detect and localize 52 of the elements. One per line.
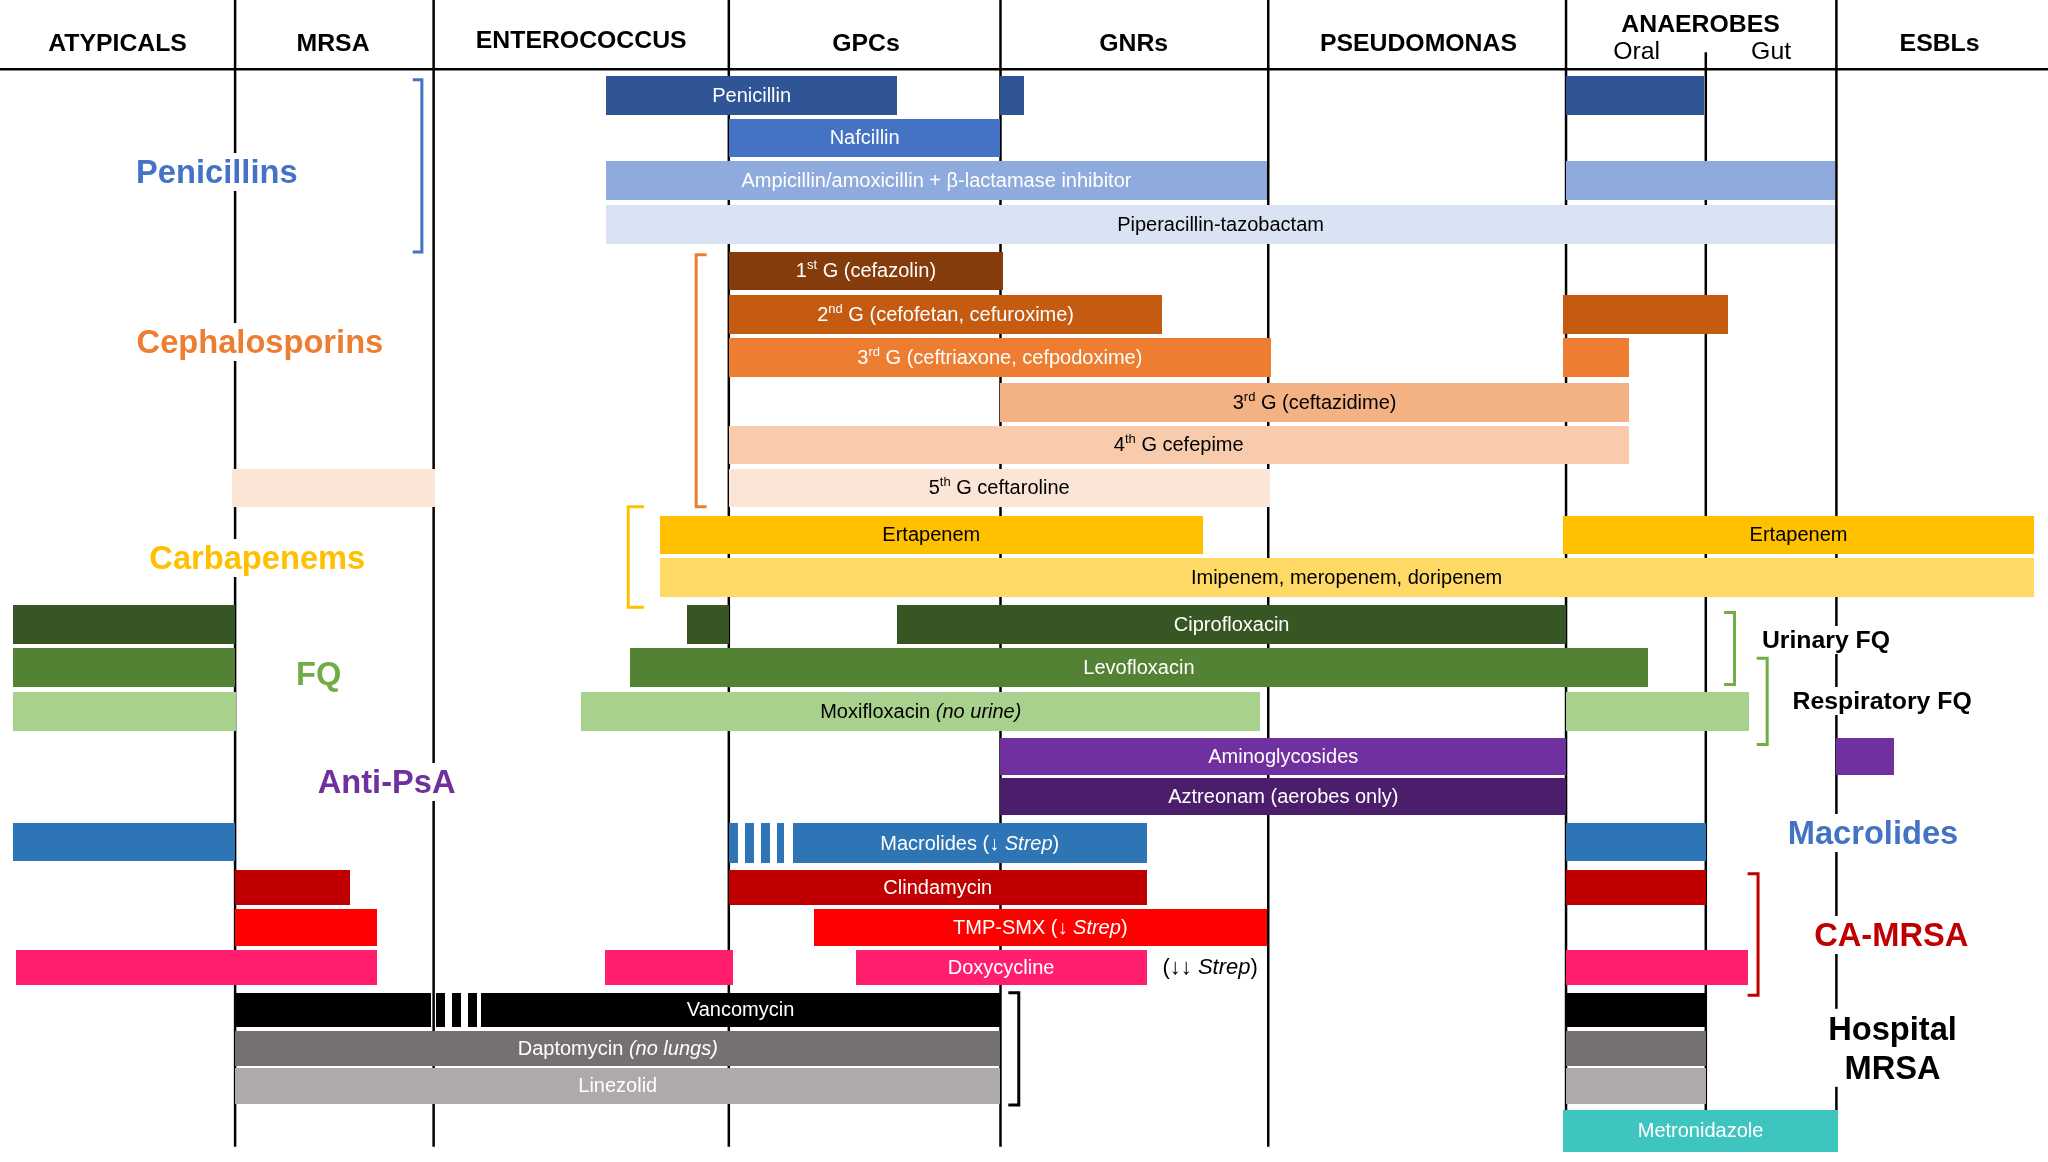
- coverage-bar: [13, 604, 236, 644]
- striped-bar: [728, 822, 784, 864]
- coverage-bar: Ciprofloxacin: [897, 604, 1567, 644]
- coverage-bar: 5$^{th}$ G ceftaroline: [728, 468, 1270, 507]
- coverage-bar: [1563, 338, 1629, 378]
- note-text: (↓↓ Strep): [1162, 954, 1258, 981]
- coverage-bar: [1566, 75, 1705, 115]
- coverage-bar: Levofloxacin: [629, 647, 1649, 687]
- coverage-bar: [1566, 692, 1749, 732]
- coverage-bar: [1566, 949, 1748, 985]
- coverage-bar: Nafcillin: [728, 118, 1001, 157]
- coverage-bar: 1$^{st}$ G (cefazolin): [728, 252, 1004, 290]
- coverage-bar: 2$^{nd}$ G (cefofetan, cefuroxime): [728, 295, 1163, 335]
- coverage-bar: Linezolid: [235, 1068, 1001, 1104]
- coverage-bar: [235, 869, 351, 906]
- coverage-bar: 3$^{rd}$ G (ceftazidime): [1000, 382, 1629, 422]
- coverage-bar: Doxycycline: [855, 949, 1147, 985]
- coverage-bar: Vancomycin: [480, 992, 1001, 1027]
- coverage-bar: [1566, 869, 1706, 906]
- coverage-bar: Moxifloxacin (no urine): [581, 692, 1261, 732]
- coverage-bar: Macrolides (↓ Strep): [792, 822, 1147, 864]
- coverage-bar: Piperacillin-tazobactam: [606, 205, 1836, 245]
- coverage-bar: Ertapenem: [659, 515, 1203, 554]
- coverage-bar: [604, 949, 733, 985]
- coverage-bar: [1000, 75, 1024, 115]
- coverage-bar: [1566, 992, 1706, 1027]
- coverage-bar: Daptomycin (no lungs): [235, 1030, 1001, 1066]
- coverage-bar: Ampicillin/amoxicillin + β-lactamase inhibitor: [606, 160, 1267, 200]
- coverage-bar: Penicillin: [606, 75, 898, 115]
- coverage-bar: [13, 692, 237, 732]
- coverage-bar: [1836, 737, 1894, 775]
- coverage-bar: Metronidazole: [1563, 1110, 1838, 1152]
- coverage-bar: Imipenem, meropenem, doripenem: [659, 557, 2034, 597]
- coverage-bar: [1563, 295, 1728, 335]
- coverage-bar: Clindamycin: [728, 869, 1147, 906]
- coverage-bar: TMP-SMX (↓ Strep): [813, 909, 1267, 946]
- coverage-bar: [15, 949, 378, 985]
- coverage-bar: [13, 647, 236, 687]
- coverage-bar: [232, 468, 435, 507]
- coverage-bar: [1566, 160, 1836, 200]
- coverage-bar: 4$^{th}$ G cefepime: [728, 425, 1629, 464]
- coverage-bar: Aminoglycosides: [1000, 737, 1567, 775]
- coverage-bar: [1566, 1068, 1706, 1104]
- coverage-bar: [13, 822, 236, 861]
- coverage-bar: [1566, 822, 1706, 861]
- coverage-bar: [235, 992, 431, 1027]
- coverage-bar: [1566, 1030, 1706, 1066]
- coverage-bar: Aztreonam (aerobes only): [1000, 778, 1567, 815]
- coverage-bar: 3$^{rd}$ G (ceftriaxone, cefpodoxime): [728, 338, 1271, 378]
- coverage-bar: Ertapenem: [1563, 515, 2034, 554]
- coverage-bar: [235, 909, 378, 946]
- coverage-bar: [687, 604, 729, 644]
